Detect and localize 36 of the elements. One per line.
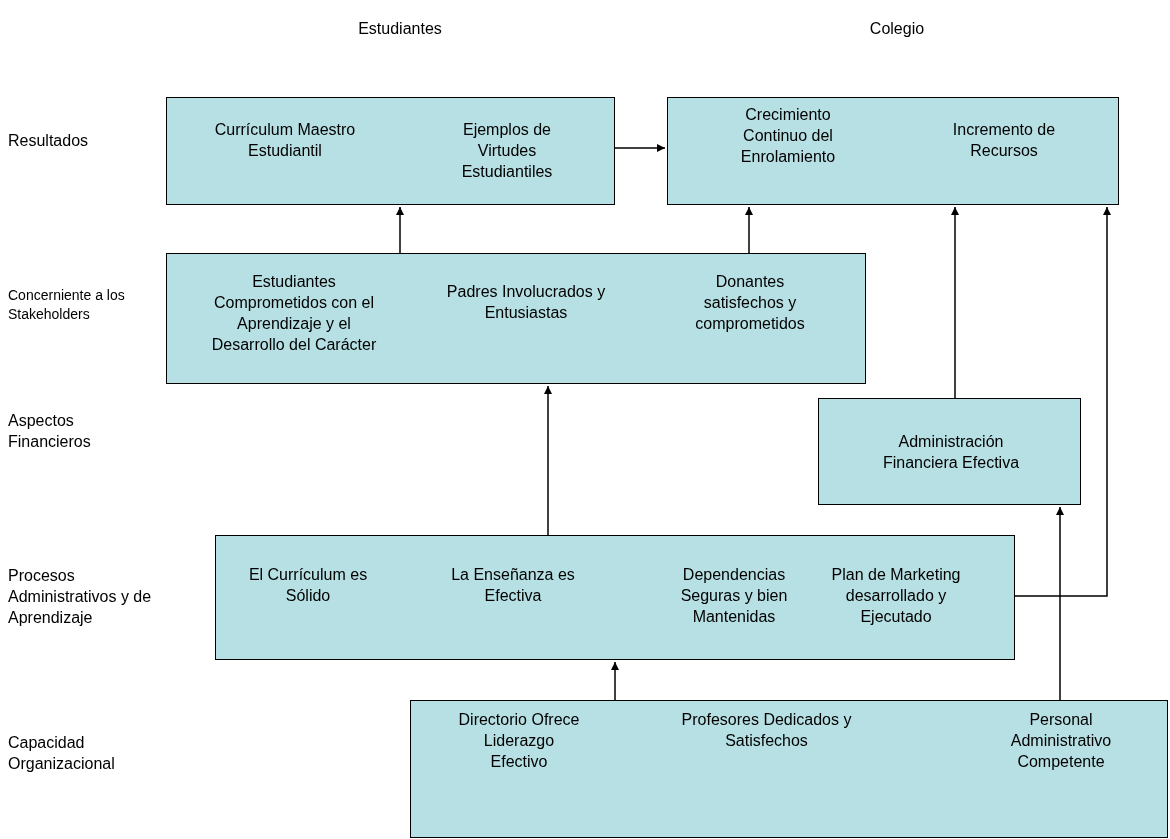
box-text: Currículum Maestro Estudiantil: [213, 120, 357, 161]
arrow: [611, 661, 619, 701]
arrow: [1014, 206, 1111, 597]
box-text: Ejemplos de Virtudes Estudiantiles: [460, 120, 554, 182]
row-label: Concerniente a los Stakeholders: [8, 286, 126, 324]
box-text: El Currículum es Sólido: [247, 565, 369, 606]
column-heading: Estudiantes: [357, 19, 443, 39]
box-text: Plan de Marketing desarrollado y Ejecutado: [830, 565, 962, 627]
arrow: [745, 206, 753, 254]
box-text: Padres Involucrados y Entusiastas: [445, 282, 607, 323]
box-text: Incremento de Recursos: [951, 120, 1057, 161]
row-label: Resultados: [8, 131, 90, 151]
box-text: Directorio Ofrece Liderazgo Efectivo: [457, 710, 581, 772]
arrow: [951, 206, 959, 399]
box-text: Crecimiento Continuo del Enrolamiento: [739, 105, 837, 167]
arrow: [614, 144, 666, 152]
row-label: Capacidad Organizacional: [8, 733, 116, 774]
process-box: [667, 97, 1119, 205]
process-box: [215, 535, 1015, 660]
process-box: [166, 97, 615, 205]
arrow: [544, 385, 552, 536]
arrow: [396, 206, 404, 254]
box-text: Dependencias Seguras y bien Mantenidas: [679, 565, 789, 627]
column-heading: Colegio: [868, 19, 926, 39]
row-label: Aspectos Financieros: [8, 411, 92, 452]
box-text: Donantes satisfechos y comprometidos: [694, 272, 806, 334]
box-text: Personal Administrativo Competente: [1009, 710, 1113, 772]
box-text: Profesores Dedicados y Satisfechos: [680, 710, 853, 751]
box-text: Estudiantes Comprometidos con el Aprendizaje y el Desarrollo del Carácter: [210, 272, 378, 355]
process-box: [166, 253, 866, 384]
box-text: La Enseñanza es Efectiva: [450, 565, 576, 606]
box-text: Administración Financiera Efectiva: [881, 432, 1021, 473]
process-box: [410, 700, 1168, 838]
arrow: [1056, 506, 1064, 701]
process-box: [818, 398, 1081, 505]
row-label: Procesos Administrativos y de Aprendizaje: [8, 566, 153, 628]
